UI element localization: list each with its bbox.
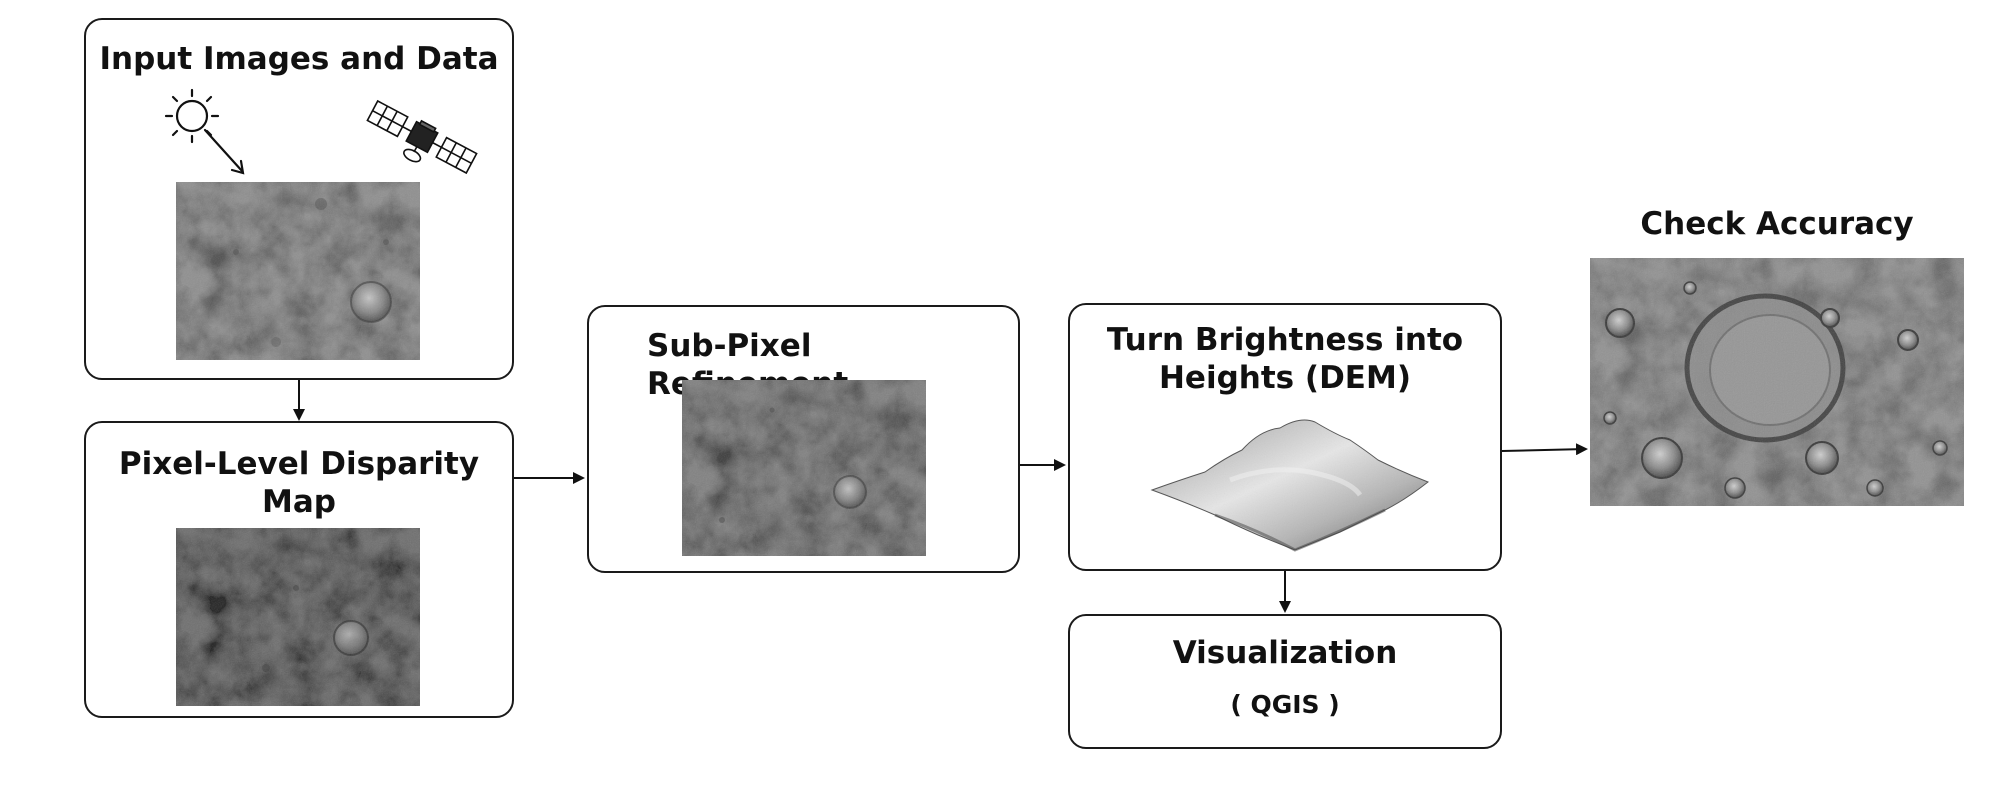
node-pixel-title: Pixel-Level Disparity Map [118, 446, 480, 520]
satellite-icon [366, 99, 478, 175]
arrow-dem-to-accuracy [1501, 443, 1588, 456]
node-visual-title: Visualization [1172, 635, 1398, 671]
disparity-map-image [176, 528, 420, 706]
node-visualization: Visualization ( QGIS ) [1068, 614, 1502, 749]
node-accuracy-title: Check Accuracy [1640, 206, 1914, 242]
accuracy-crater-image [1590, 258, 1964, 506]
subpixel-image [682, 380, 926, 556]
sun-icon [164, 88, 245, 175]
node-visual-subtitle: ( QGIS ) [1230, 690, 1340, 719]
node-dem-title: Turn Brightness into Heights (DEM) [1106, 322, 1464, 396]
dem-surface-render [1150, 419, 1430, 552]
input-moon-image [176, 182, 420, 360]
node-input-title: Input Images and Data [99, 41, 499, 77]
